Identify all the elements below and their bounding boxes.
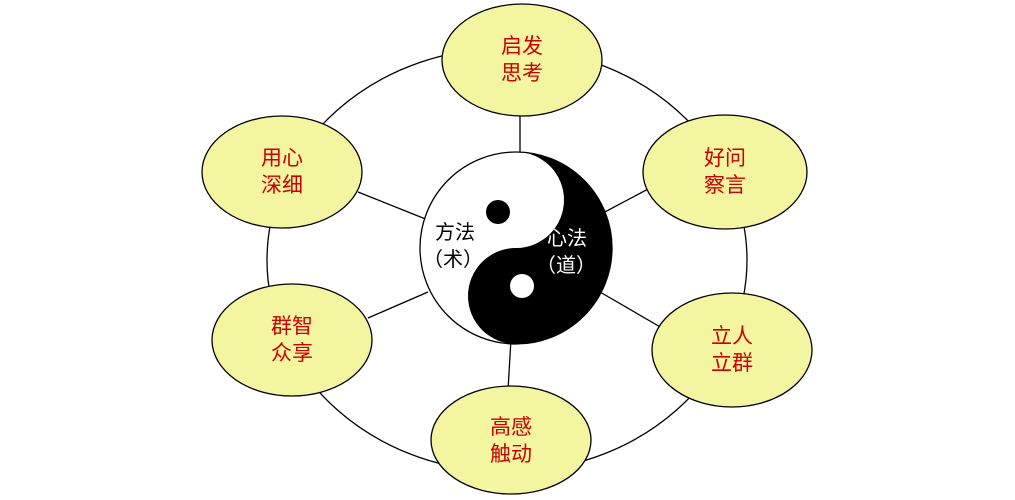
node-upper-left-line2: 深细 [261, 173, 303, 197]
node-bottom-bubble [430, 385, 592, 495]
node-upper-left-line1: 用心 [261, 146, 303, 170]
yin-yang-outline [419, 151, 613, 345]
node-top: 启发 思考 [441, 3, 603, 117]
node-lower-right-line2: 立群 [711, 351, 753, 375]
node-lower-right-line1: 立人 [711, 324, 753, 348]
spoke-lower-right [599, 291, 663, 329]
node-bottom: 高感 触动 [430, 385, 592, 495]
mind-label-line2: （道） [536, 253, 596, 277]
node-top-line1: 启发 [501, 34, 543, 58]
node-bottom-line2: 触动 [490, 442, 532, 466]
node-upper-right-line2: 察言 [704, 173, 746, 197]
node-top-line2: 思考 [501, 61, 543, 85]
node-lower-right: 立人 立群 [651, 292, 813, 408]
mind-label-line1: 心法 [547, 226, 587, 250]
mind-label: 心法 （道） [536, 226, 596, 277]
method-label-line2: （术） [423, 247, 483, 271]
node-lower-right-bubble [651, 292, 813, 408]
spoke-upper-right [600, 187, 651, 215]
node-bottom-line1: 高感 [490, 415, 532, 439]
spoke-upper-left [357, 191, 429, 221]
node-lower-left: 群智 众享 [211, 283, 373, 397]
method-label: 方法 （术） [423, 220, 483, 271]
spoke-lower-left [367, 291, 429, 319]
node-upper-right-line1: 好问 [704, 146, 746, 170]
node-lower-left-line2: 众享 [271, 341, 313, 365]
node-top-bubble [441, 3, 603, 117]
node-lower-left-line1: 群智 [271, 314, 313, 338]
yin-yang-icon [419, 151, 613, 345]
node-upper-left: 用心 深细 [201, 115, 363, 229]
node-upper-right-bubble [642, 114, 808, 230]
node-lower-left-bubble [211, 283, 373, 397]
yin-half [468, 152, 612, 344]
yang-dot [486, 200, 510, 224]
node-upper-left-bubble [201, 115, 363, 229]
node-upper-right: 好问 察言 [642, 114, 808, 230]
yin-dot [510, 274, 534, 298]
method-label-line1: 方法 [435, 220, 475, 244]
